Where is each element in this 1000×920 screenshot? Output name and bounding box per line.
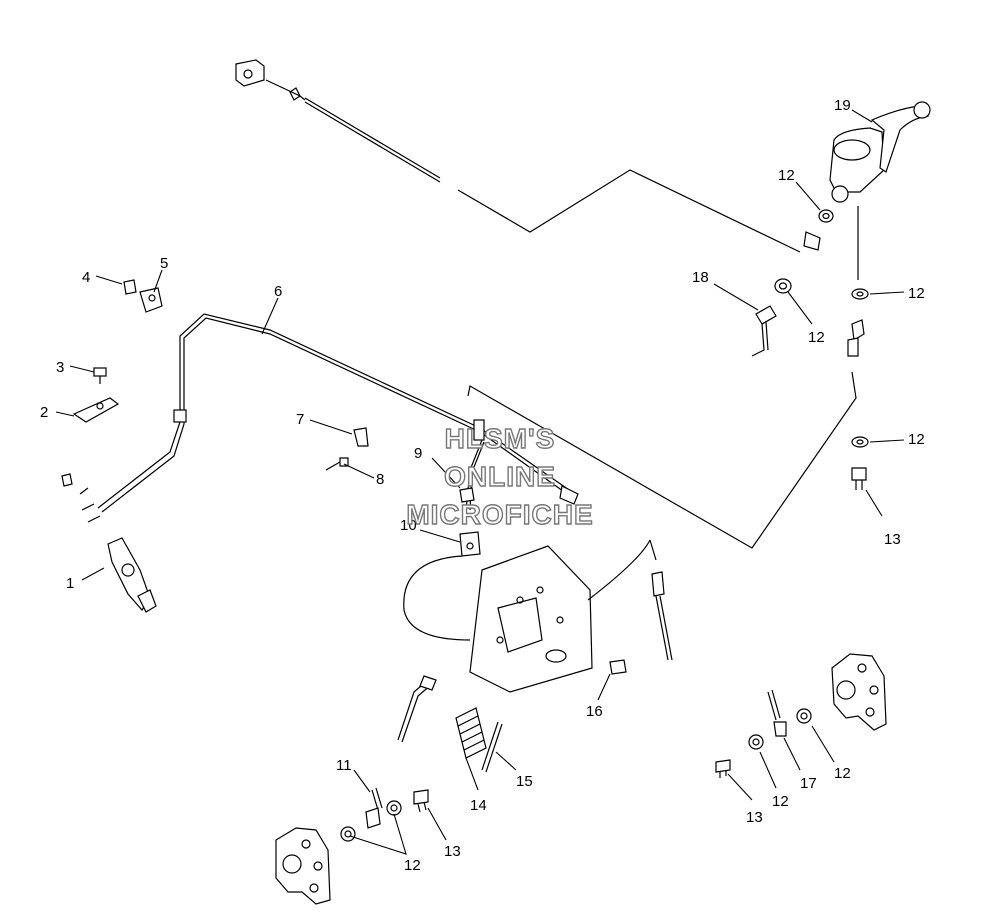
callout-12-right-lower: 12 bbox=[908, 431, 925, 448]
callout-2: 2 bbox=[40, 404, 48, 421]
callout-8: 8 bbox=[376, 471, 384, 488]
callout-13-lower-right: 13 bbox=[746, 809, 763, 826]
front-brake-line bbox=[97, 313, 579, 513]
watermark-line-3: MICROFICHE bbox=[406, 499, 593, 530]
leader-lines bbox=[55, 109, 905, 855]
lower-left-hose bbox=[397, 675, 437, 743]
clamp-5 bbox=[139, 287, 163, 313]
boot-14 bbox=[455, 707, 487, 759]
clamp-7 bbox=[353, 427, 369, 447]
banjo-washer-upper bbox=[818, 209, 834, 223]
screw-4 bbox=[123, 279, 137, 295]
callout-13-lower-left: 13 bbox=[444, 843, 461, 860]
junction-block-top bbox=[235, 59, 265, 87]
callout-4: 4 bbox=[82, 269, 90, 286]
callout-15: 15 bbox=[516, 773, 533, 790]
washer-left-lower-a bbox=[340, 826, 356, 842]
splitter-fitting bbox=[459, 419, 485, 511]
callout-6: 6 bbox=[274, 283, 282, 300]
left-brake-caliper bbox=[275, 827, 331, 905]
watermark: HLSM'S ONLINE MICROFICHE bbox=[406, 422, 594, 530]
pin-16 bbox=[609, 659, 627, 675]
master-cylinder bbox=[829, 101, 931, 203]
junction-block-lower bbox=[459, 531, 481, 557]
bolt-right-lower bbox=[715, 759, 731, 778]
brake-valve bbox=[107, 537, 157, 613]
small-fitting bbox=[61, 473, 73, 487]
callout-10: 10 bbox=[400, 517, 417, 534]
callout-3: 3 bbox=[56, 359, 64, 376]
callout-numbers: 1 2 3 4 5 6 7 8 9 10 11 12 13 14 15 16 1… bbox=[40, 97, 925, 874]
banjo-bolt-upper bbox=[803, 231, 821, 251]
washer-right-lower-b bbox=[748, 734, 764, 750]
right-brake-caliper bbox=[831, 653, 887, 731]
callout-7: 7 bbox=[296, 411, 304, 428]
callout-18: 18 bbox=[692, 269, 709, 286]
callout-1: 1 bbox=[66, 575, 74, 592]
watermark-line-2: ONLINE bbox=[444, 461, 556, 492]
callout-9: 9 bbox=[414, 445, 422, 462]
callout-13-right: 13 bbox=[884, 531, 901, 548]
bolt-right-13 bbox=[851, 467, 867, 490]
rear-cable-right bbox=[651, 571, 673, 661]
mounting-plate bbox=[469, 539, 657, 693]
watermark-line-1: HLSM'S bbox=[445, 423, 556, 454]
washer-left-lower-b bbox=[386, 800, 402, 816]
washer-right-1 bbox=[851, 288, 869, 300]
rod-15 bbox=[481, 721, 503, 773]
banjo-fitting-right bbox=[847, 319, 865, 357]
brake-light-switch bbox=[751, 305, 777, 357]
line-clip bbox=[72, 397, 120, 423]
screw-3 bbox=[93, 367, 107, 384]
callout-16: 16 bbox=[586, 703, 603, 720]
callout-17: 17 bbox=[800, 775, 817, 792]
right-hose bbox=[767, 689, 787, 737]
upper-brake-line bbox=[235, 59, 801, 253]
washer-center-18 bbox=[774, 278, 792, 294]
callout-12-lower-right-a: 12 bbox=[772, 793, 789, 810]
callout-5: 5 bbox=[160, 255, 168, 272]
callout-11: 11 bbox=[336, 757, 352, 774]
callout-12-right-upper: 12 bbox=[908, 285, 925, 302]
left-hose bbox=[365, 787, 383, 829]
callout-14: 14 bbox=[470, 797, 487, 814]
callout-12-center: 12 bbox=[808, 329, 825, 346]
callout-12-top: 12 bbox=[778, 167, 795, 184]
callout-12-lower-left: 12 bbox=[404, 857, 421, 874]
callout-12-lower-right-b: 12 bbox=[834, 765, 851, 782]
callout-19: 19 bbox=[834, 97, 851, 114]
bolt-left-lower bbox=[413, 789, 429, 813]
washer-right-lower-a bbox=[796, 708, 812, 724]
washer-right-2 bbox=[851, 436, 869, 448]
